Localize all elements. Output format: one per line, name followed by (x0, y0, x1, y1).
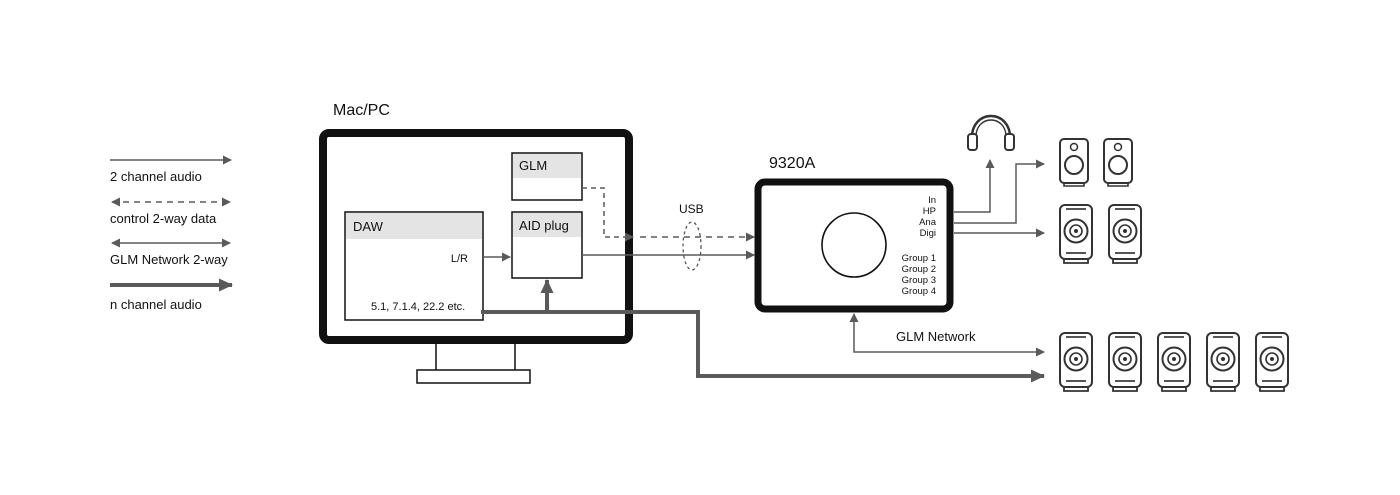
monitor-speaker-icon (1255, 332, 1289, 392)
output-in-label: In (928, 195, 936, 206)
monitor-speaker-icon (1108, 332, 1142, 392)
monitor-speaker-icon (1206, 332, 1240, 392)
hp-output-arrow (954, 159, 995, 213)
output-digi-label: Digi (920, 228, 936, 239)
small-speaker-icon (1059, 138, 1089, 187)
output-ana-label: Ana (919, 217, 937, 228)
glm-network-label: GLM Network (896, 329, 976, 344)
group-4-label: Group 4 (902, 286, 936, 297)
legend-2ch-label: 2 channel audio (110, 169, 202, 184)
glm-control-link (582, 187, 634, 242)
output-hp-label: HP (923, 206, 936, 217)
computer: Mac/PC GLM AID plug DAW L/R 5.1, 7.1.4, … (319, 102, 633, 384)
nch-output-line (481, 310, 1045, 383)
group-2-label: Group 2 (902, 264, 936, 275)
monitor-speaker-icon (1157, 332, 1191, 392)
monitor-speaker-icon (1108, 204, 1142, 264)
glm-label: GLM (519, 158, 547, 173)
device-title: 9320A (769, 155, 816, 172)
legend: 2 channel audio control 2-way data GLM N… (110, 155, 233, 312)
small-speaker-icon (1103, 138, 1133, 187)
daw-lr-label: L/R (451, 253, 468, 265)
volume-knob[interactable] (821, 212, 887, 278)
glm-network-link (849, 313, 1045, 357)
daw-formats-label: 5.1, 7.1.4, 22.2 etc. (371, 301, 465, 313)
device-9320a: 9320A In HP Ana Digi Group 1 Group 2 Gro… (754, 155, 954, 313)
computer-title: Mac/PC (333, 102, 390, 119)
ana-output-arrow (954, 159, 1045, 224)
usb-label: USB (679, 202, 704, 216)
monitor-stand (416, 369, 531, 384)
daw-label: DAW (353, 219, 384, 234)
monitor-neck (435, 343, 516, 370)
monitor-speaker-icon (1059, 204, 1093, 264)
monitor-speaker-icon (1059, 332, 1093, 392)
legend-nch-label: n channel audio (110, 297, 202, 312)
legend-glm-label: GLM Network 2-way (110, 252, 228, 267)
group-3-label: Group 3 (902, 275, 936, 286)
usb-ellipse (682, 221, 702, 271)
legend-control-label: control 2-way data (110, 211, 217, 226)
group-1-label: Group 1 (902, 253, 936, 264)
headphones-icon (967, 114, 1015, 151)
aid-plug-label: AID plug (519, 218, 569, 233)
